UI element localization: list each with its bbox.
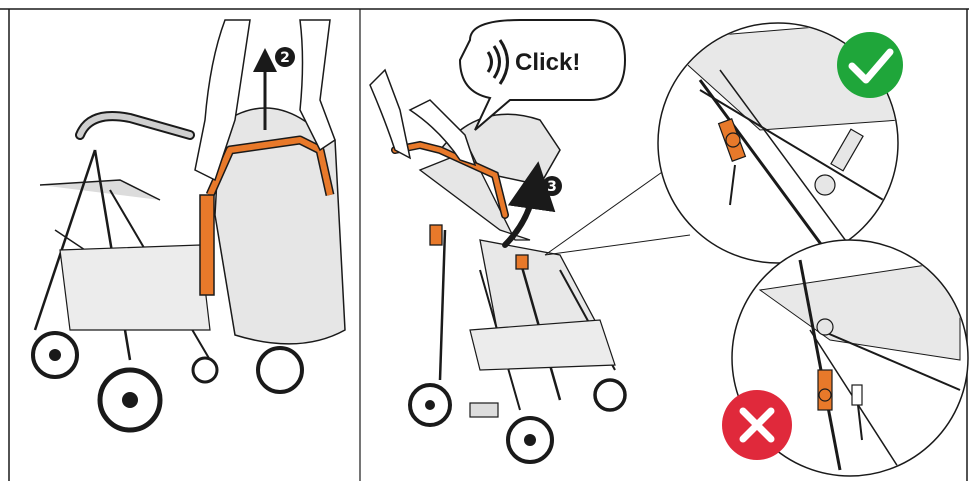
step-3-number: 3 xyxy=(547,179,557,195)
checkmark-icon xyxy=(837,32,903,98)
step-3-badge: 3 xyxy=(542,176,562,196)
right-panel-stroller xyxy=(370,70,625,462)
step-2-badge: 2 xyxy=(275,47,295,67)
left-panel-stroller xyxy=(33,20,345,430)
click-sound-text: Click! xyxy=(515,49,580,76)
incorrect-detail-circle xyxy=(722,240,968,476)
step-2-number: 2 xyxy=(280,50,290,66)
correct-detail-circle xyxy=(658,20,903,270)
click-speech-bubble: Click! xyxy=(460,20,625,130)
cross-icon xyxy=(722,390,792,460)
